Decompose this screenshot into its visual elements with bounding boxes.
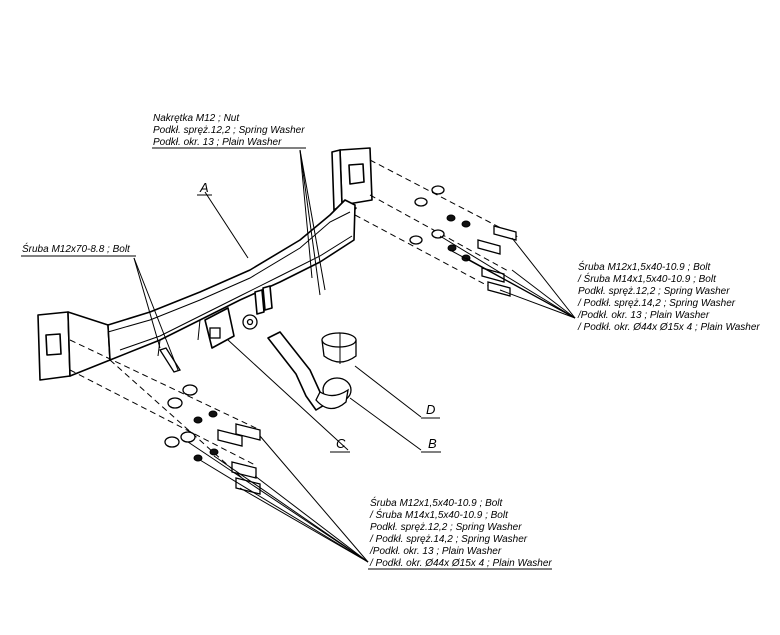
label-right-group: Śruba M12x1,5x40-10.9 ; Bolt / Śruba M14… [577, 260, 760, 333]
label-bottom-5: /Podkł. okr. 13 ; Plain Washer [369, 546, 502, 557]
ball-neck [267, 331, 352, 411]
label-bottom-4: / Podkł. spręż.14,2 ; Spring Washer [369, 534, 528, 545]
label-right-1: Śruba M12x1,5x40-10.9 ; Bolt [578, 260, 712, 273]
center-bracket [204, 285, 273, 349]
label-right-3: Podkł. spręż.12,2 ; Spring Washer [578, 286, 730, 297]
label-top-nut-1: Nakrętka M12 ; Nut [153, 113, 240, 124]
label-top-nut-3: Podkł. okr. 13 ; Plain Washer [153, 137, 282, 148]
letter-a: A [199, 180, 209, 195]
letter-b: B [428, 436, 437, 451]
label-right-5: /Podkł. okr. 13 ; Plain Washer [577, 310, 710, 321]
letter-d: D [426, 402, 435, 417]
label-right-4: / Podkł. spręż.14,2 ; Spring Washer [577, 298, 736, 309]
bottom-hardware [69, 339, 261, 495]
label-bottom-2: / Śruba M14x1,5x40-10.9 ; Bolt [369, 508, 509, 521]
label-right-6: / Podkł. okr. Ø44x Ø15x 4 ; Plain Washer [577, 322, 760, 333]
label-bottom-1: Śruba M12x1,5x40-10.9 ; Bolt [370, 496, 504, 509]
label-bottom-3: Podkł. spręż.12,2 ; Spring Washer [370, 522, 522, 533]
crossbar [107, 199, 356, 361]
label-left-bolt-1: Śruba M12x70-8.8 ; Bolt [22, 242, 131, 255]
label-bottom-6: / Podkł. okr. Ø44x Ø15x 4 ; Plain Washer [369, 558, 552, 569]
letter-c: C [336, 436, 346, 451]
right-hardware [354, 159, 521, 297]
left-mounting-plate [37, 311, 111, 381]
label-left-bolt: Śruba M12x70-8.8 ; Bolt [21, 242, 136, 257]
label-top-nut-2: Podkł. spręż.12,2 ; Spring Washer [153, 125, 305, 136]
label-top-nut: Nakrętka M12 ; Nut Podkł. spręż.12,2 ; S… [152, 113, 306, 149]
ball-cap [321, 332, 357, 364]
label-right-2: / Śruba M14x1,5x40-10.9 ; Bolt [577, 272, 717, 285]
leader-lines [133, 149, 576, 563]
label-bottom-group: Śruba M12x1,5x40-10.9 ; Bolt / Śruba M14… [368, 496, 552, 570]
part-letters: A C B D [197, 180, 441, 453]
